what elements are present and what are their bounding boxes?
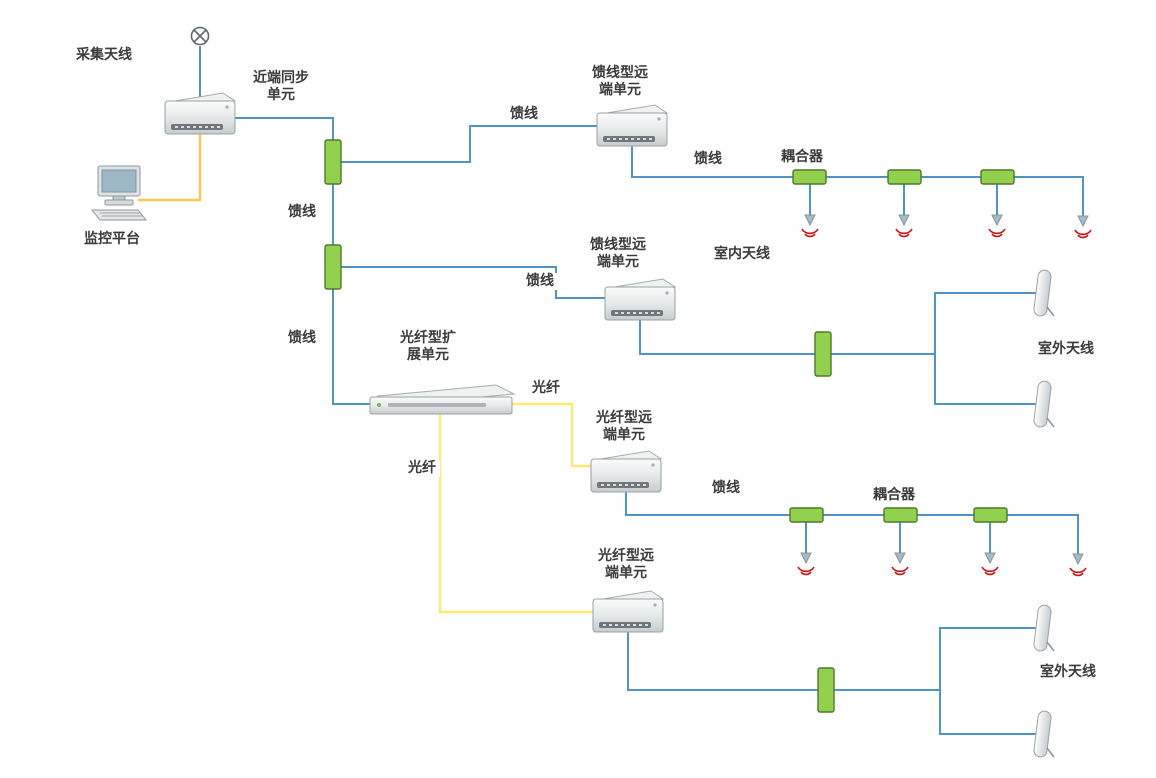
fiber-expansion-unit-device <box>369 384 515 415</box>
feeder-remote-unit-1-device <box>596 104 668 147</box>
label-monitoring-platform: 监控平台 <box>78 231 146 248</box>
label-feeder-3: 馈线 <box>522 273 558 290</box>
feeder-line-remote4-to-splitter4 <box>627 632 818 691</box>
label-feeder-5: 馈线 <box>708 480 744 497</box>
power-splitter-3 <box>814 331 832 377</box>
indoor-antenna-top-3-icon <box>988 204 1006 238</box>
indoor-antenna-bottom-3-icon <box>981 542 999 576</box>
feeder-line-splitter3-up <box>934 292 1038 354</box>
feeder-line-splitter3-down <box>934 354 1038 405</box>
connection-lines <box>138 46 1084 735</box>
feeder-line-bottom-chain <box>625 492 1079 544</box>
indoor-antenna-bottom-1-icon <box>797 542 815 576</box>
label-feeder-1: 馈线 <box>506 106 542 123</box>
label-feeder-remote-unit-1: 馈线型远端单元 <box>588 65 652 99</box>
label-feeder-top-chain: 馈线 <box>690 151 726 168</box>
indoor-antenna-bottom-end-icon <box>1069 543 1087 577</box>
fiber-remote-unit-1-device <box>590 450 662 493</box>
label-indoor-antenna: 室内天线 <box>710 246 774 263</box>
indoor-antenna-top-end-icon <box>1074 205 1092 239</box>
label-fiber-remote-unit-2: 光纤型远端单元 <box>594 548 658 582</box>
feeder-line-sync-to-splitter1 <box>235 117 334 140</box>
label-fiber-expansion-unit: 光纤型扩展单元 <box>396 330 460 364</box>
indoor-antenna-top-1-icon <box>801 204 819 238</box>
monitor-link-line <box>138 134 202 202</box>
coupler-bottom-1 <box>789 507 824 523</box>
label-coupler-top: 耦合器 <box>776 149 828 166</box>
fiber-remote-unit-2-device <box>592 590 664 633</box>
coupler-top-1 <box>792 169 827 185</box>
label-feeder-2: 馈线 <box>284 204 320 221</box>
label-coupler-bottom: 耦合器 <box>868 487 920 504</box>
power-splitter-2 <box>324 244 342 290</box>
fiber-line-expansion-to-remote3 <box>512 402 591 468</box>
coupler-bottom-2 <box>883 507 918 523</box>
indoor-antenna-bottom-2-icon <box>891 542 909 576</box>
label-outdoor-antenna-2: 室外天线 <box>1036 664 1100 681</box>
feeder-line-splitter1-to-remote1 <box>341 125 597 163</box>
near-end-sync-unit-device <box>164 92 236 135</box>
power-splitter-4 <box>817 667 835 713</box>
label-fiber-1: 光纤 <box>528 380 564 397</box>
label-feeder-4: 馈线 <box>284 330 320 347</box>
diagram-devices <box>91 26 1092 759</box>
outdoor-antenna-3-icon <box>1032 603 1055 653</box>
indoor-antenna-top-2-icon <box>895 204 913 238</box>
coupler-top-2 <box>887 169 922 185</box>
label-outdoor-antenna-1: 室外天线 <box>1034 341 1098 358</box>
collection-antenna-icon <box>190 26 210 46</box>
outdoor-antenna-1-icon <box>1032 268 1055 318</box>
feeder-line-splitter2-to-remote2 <box>341 266 605 299</box>
label-collection-antenna: 采集天线 <box>70 47 138 64</box>
outdoor-antenna-4-icon <box>1032 709 1055 759</box>
label-fiber-remote-unit-1: 光纤型远端单元 <box>592 410 656 444</box>
feeder-remote-unit-2-device <box>604 278 676 321</box>
coupler-bottom-3 <box>973 507 1008 523</box>
feeder-line-top-chain <box>631 146 1084 206</box>
feeder-line-splitter2-to-expansion <box>332 289 370 405</box>
outdoor-antenna-2-icon <box>1032 379 1055 429</box>
feeder-line-remote2-to-splitter3 <box>639 320 815 355</box>
feeder-line-splitter4-up <box>939 627 1038 690</box>
label-fiber-2: 光纤 <box>404 460 440 477</box>
feeder-line-splitter4-down <box>939 690 1038 735</box>
monitoring-platform-computer-icon <box>91 165 147 221</box>
power-splitter-1 <box>324 139 342 185</box>
coupler-top-3 <box>980 169 1015 185</box>
fiber-line-expansion-to-remote4 <box>438 414 593 614</box>
label-near-end-sync-unit: 近端同步单元 <box>250 70 312 104</box>
label-feeder-remote-unit-2: 馈线型远端单元 <box>586 237 650 271</box>
